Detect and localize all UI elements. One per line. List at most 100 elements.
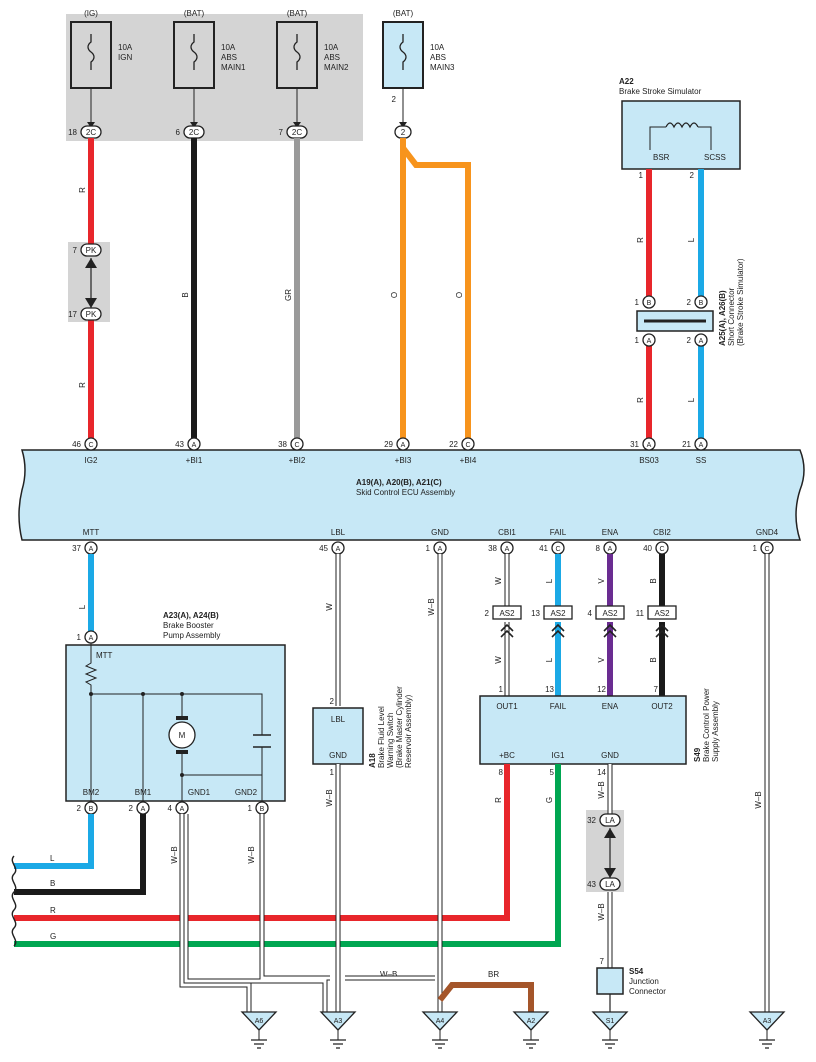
svg-text:SCSS: SCSS: [704, 153, 726, 162]
coil-icon: [665, 122, 699, 129]
svg-text:(BAT): (BAT): [184, 9, 205, 18]
svg-text:10A: 10A: [324, 43, 339, 52]
svg-text:MAIN3: MAIN3: [430, 63, 455, 72]
svg-text:4: 4: [588, 609, 593, 618]
ground-icon: A4: [421, 1011, 459, 1049]
svg-text:ENA: ENA: [602, 702, 619, 711]
svg-text:LBL: LBL: [331, 715, 346, 724]
svg-text:2: 2: [690, 171, 695, 180]
short-connector: B 1 B 2 A 1 A 2 A25(A), A26(B) Short Con…: [635, 258, 745, 347]
svg-text:ENA: ENA: [602, 528, 619, 537]
svg-text:18: 18: [68, 128, 77, 137]
svg-text:Brake Fluid Level: Brake Fluid Level: [377, 706, 386, 768]
svg-text:S49: S49: [693, 747, 702, 762]
svg-text:Junction: Junction: [629, 977, 659, 986]
svg-text:GND: GND: [431, 528, 449, 537]
svg-text:L: L: [687, 397, 696, 402]
svg-text:C: C: [764, 546, 769, 553]
svg-text:5: 5: [550, 768, 555, 777]
la-connector: LA 32 LA 43: [587, 813, 621, 891]
svg-text:A: A: [89, 635, 94, 642]
fuse-abs-main1: (BAT) 10A ABS MAIN1: [173, 9, 246, 124]
svg-text:14: 14: [597, 768, 606, 777]
svg-text:1: 1: [426, 544, 431, 553]
svg-text:W–B: W–B: [247, 846, 256, 863]
svg-text:GND: GND: [329, 751, 347, 760]
svg-text:38: 38: [278, 440, 287, 449]
svg-text:43: 43: [587, 880, 596, 889]
svg-text:IG1: IG1: [552, 751, 565, 760]
svg-text:S1: S1: [606, 1018, 615, 1025]
svg-text:7: 7: [279, 128, 284, 137]
svg-text:PK: PK: [86, 310, 97, 319]
harness-left: [11, 764, 561, 947]
svg-text:38: 38: [488, 544, 497, 553]
svg-text:+BI2: +BI2: [289, 456, 306, 465]
svg-text:L: L: [545, 578, 554, 583]
svg-text:C: C: [465, 442, 470, 449]
svg-text:A: A: [505, 546, 510, 553]
svg-text:W–B: W–B: [325, 789, 334, 806]
svg-text:O: O: [390, 292, 399, 298]
svg-text:C: C: [659, 546, 664, 553]
svg-text:Supply Assembly: Supply Assembly: [711, 701, 720, 762]
svg-text:1: 1: [77, 633, 82, 642]
svg-text:SS: SS: [696, 456, 707, 465]
svg-text:1: 1: [753, 544, 758, 553]
svg-text:A3: A3: [763, 1018, 772, 1025]
svg-text:13: 13: [545, 685, 554, 694]
svg-text:GR: GR: [284, 289, 293, 301]
svg-text:11: 11: [636, 609, 645, 618]
ground-icon: A2: [512, 1011, 550, 1049]
brake-control-power-supply: 1 13 12 7 OUT1 FAIL ENA OUT2 +BC IG1 GND…: [479, 685, 720, 777]
svg-text:A: A: [180, 806, 185, 813]
svg-text:(BAT): (BAT): [393, 9, 414, 18]
svg-text:W–B: W–B: [380, 970, 397, 979]
svg-text:B: B: [181, 292, 190, 297]
ground-icon: S1: [591, 1011, 629, 1049]
svg-text:21: 21: [682, 440, 691, 449]
svg-text:4: 4: [168, 804, 173, 813]
brake-stroke-simulator: A22 Brake Stroke Simulator BSR SCSS 1 2: [619, 77, 741, 180]
svg-text:1: 1: [635, 298, 640, 307]
svg-text:PK: PK: [86, 246, 97, 255]
pk-connector-top: [80, 243, 102, 257]
svg-text:7: 7: [654, 685, 659, 694]
svg-text:17: 17: [68, 310, 77, 319]
wire-bi4: [400, 146, 471, 440]
svg-text:Pump Assembly: Pump Assembly: [163, 631, 220, 640]
svg-text:B: B: [260, 806, 265, 813]
svg-text:Reservoir Assembly): Reservoir Assembly): [404, 694, 413, 768]
svg-text:1: 1: [248, 804, 253, 813]
svg-text:1: 1: [499, 685, 504, 694]
brake-fluid-level-switch: 2 LBL GND 1 A18 Brake Fluid Level Warnin…: [312, 686, 413, 777]
svg-text:LBL: LBL: [331, 528, 346, 537]
svg-text:A2: A2: [527, 1018, 536, 1025]
fuse-abs-main3: (BAT) 10A ABS MAIN3 2: [382, 9, 455, 124]
svg-text:CBI1: CBI1: [498, 528, 516, 537]
svg-text:LA: LA: [605, 880, 615, 889]
svg-text:43: 43: [175, 440, 184, 449]
svg-text:B: B: [699, 300, 704, 307]
svg-text:Short Connector: Short Connector: [727, 287, 736, 346]
svg-text:LA: LA: [605, 816, 615, 825]
svg-text:37: 37: [72, 544, 81, 553]
svg-text:W: W: [325, 603, 334, 611]
svg-text:AS2: AS2: [602, 609, 618, 618]
fuse-icon: [190, 34, 198, 70]
svg-text:BM2: BM2: [83, 788, 100, 797]
svg-text:2: 2: [392, 95, 397, 104]
svg-text:MAIN1: MAIN1: [221, 63, 246, 72]
svg-text:V: V: [597, 657, 606, 663]
svg-text:A: A: [608, 546, 613, 553]
capacitor-icon: [253, 734, 271, 748]
as2-connectors: AS2 2 AS2 13 AS2 4 AS2 11: [485, 605, 677, 638]
svg-text:C: C: [555, 546, 560, 553]
svg-text:40: 40: [643, 544, 652, 553]
svg-text:BR: BR: [488, 970, 499, 979]
svg-text:W–B: W–B: [754, 791, 763, 808]
svg-text:AS2: AS2: [550, 609, 566, 618]
harness-break-icon: [11, 855, 17, 947]
svg-text:R: R: [636, 397, 645, 403]
svg-text:Connector: Connector: [629, 987, 666, 996]
